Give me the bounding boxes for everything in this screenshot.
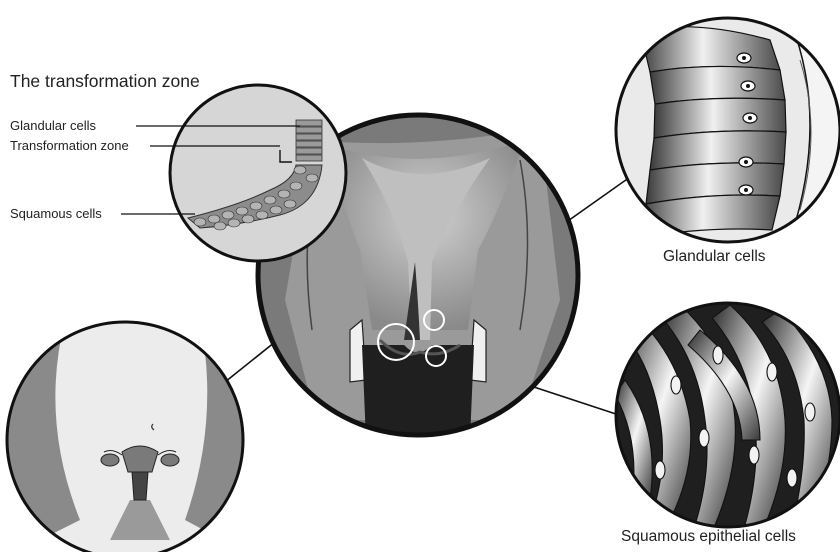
pelvis-overview [0, 320, 260, 552]
diagram-title: The transformation zone [10, 71, 200, 92]
callout-label-glandular-cells: Glandular cells [663, 248, 766, 266]
inset-label-squamous-cells: Squamous cells [10, 206, 102, 221]
callout-label-squamous-epithelial-cells: Squamous epithelial cells [621, 528, 796, 546]
inset-label-transformation-zone: Transformation zone [10, 138, 129, 153]
inset-label-glandular-cells: Glandular cells [10, 118, 96, 133]
